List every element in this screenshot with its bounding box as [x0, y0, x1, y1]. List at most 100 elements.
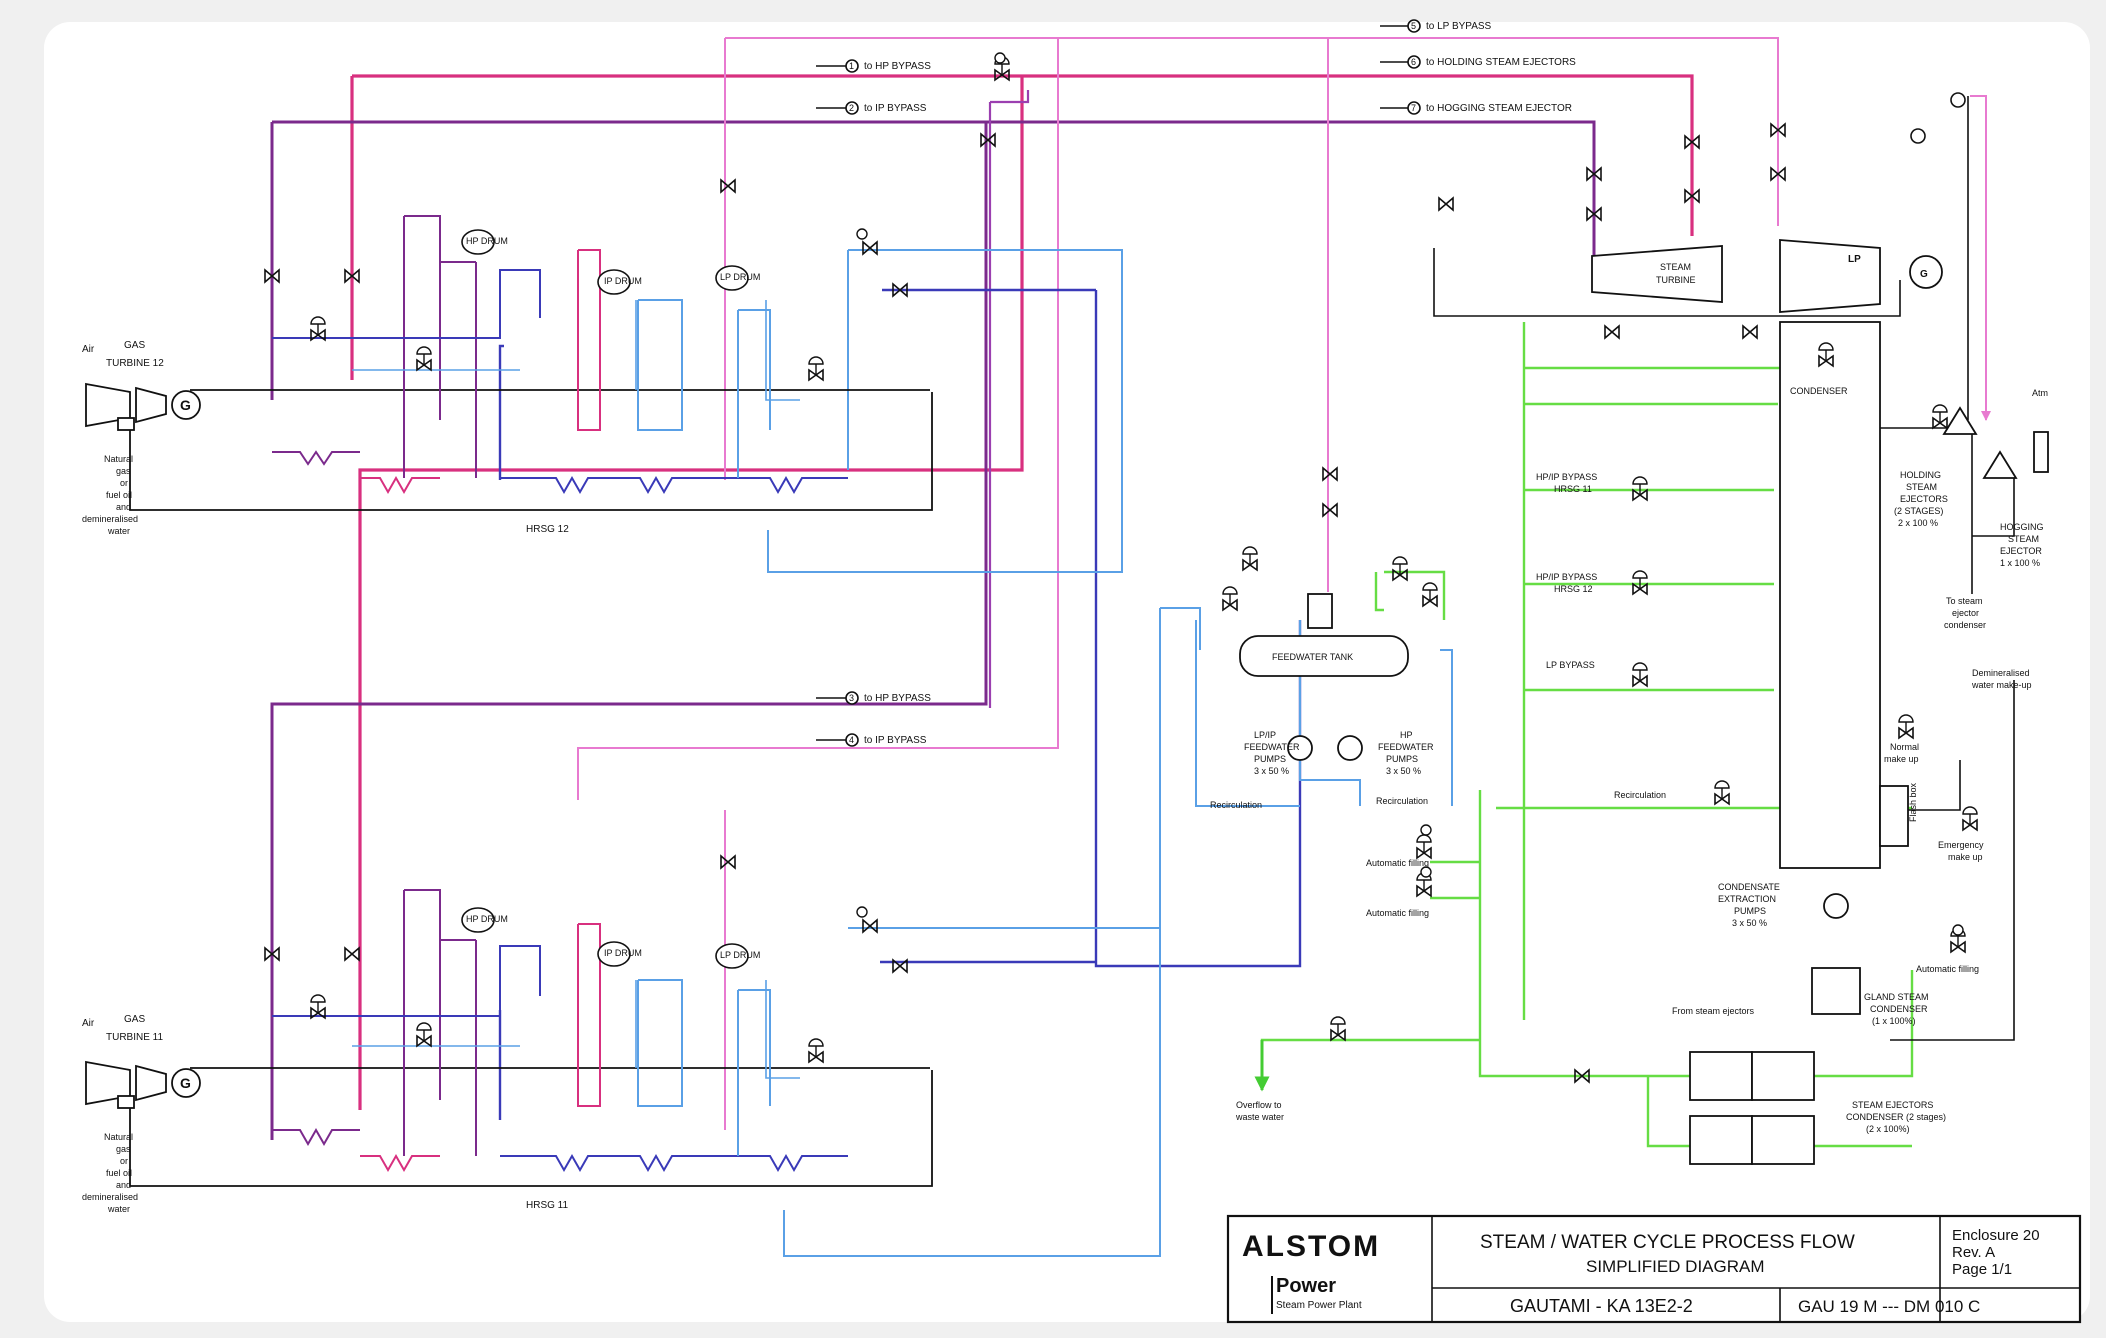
- flash-box: [1879, 785, 1909, 847]
- lp-steam-line: [577, 37, 1779, 1130]
- economizer-11-c: [500, 1153, 848, 1173]
- sec-3: [1689, 1115, 1753, 1165]
- valve-recirc: [1714, 780, 1730, 805]
- hp-feedwater-line: [498, 288, 1302, 1120]
- svg-text:PUMPS: PUMPS: [1386, 754, 1418, 764]
- hp-drum-11-label: HP DRUM: [466, 914, 508, 924]
- title-line-2: SIMPLIFIED DIAGRAM: [1586, 1257, 1765, 1276]
- steam-link-tags: [816, 19, 1966, 747]
- link-label-2: to IP BYPASS: [864, 103, 927, 114]
- svg-text:FEEDWATER: FEEDWATER: [1378, 742, 1434, 752]
- valve-fwt-4: [1222, 586, 1238, 611]
- valve-overflow: [1330, 1016, 1346, 1041]
- svg-text:EXTRACTION: EXTRACTION: [1718, 894, 1776, 904]
- svg-text:or: or: [120, 478, 128, 488]
- hp-evap-12: [403, 215, 477, 478]
- generator-12: [171, 390, 201, 420]
- svg-text:To steam: To steam: [1946, 596, 1983, 606]
- recirc-left: Recirculation: [1210, 800, 1262, 810]
- valve-fwt-2: [1322, 503, 1338, 517]
- gas-path-12: [129, 389, 933, 511]
- svg-text:STEAM: STEAM: [1906, 482, 1937, 492]
- hp-drum-12: [461, 229, 495, 255]
- valve-ip-12: [980, 133, 996, 147]
- svg-text:CONDENSATE: CONDENSATE: [1718, 882, 1780, 892]
- svg-text:water: water: [107, 526, 130, 536]
- ip-drum-11-label: IP DRUM: [604, 948, 642, 958]
- link-tag-7-ejector: [1950, 92, 1966, 108]
- valve-bypass-12: [1632, 570, 1648, 595]
- svg-text:gas: gas: [116, 466, 131, 476]
- from-ejectors-label: From steam ejectors: [1672, 1006, 1755, 1016]
- link-tag-1-num: 1: [849, 61, 854, 71]
- link-tag-6: [1407, 55, 1421, 69]
- ip-drum-11: [597, 941, 631, 967]
- link-tag-5-num: 5: [1411, 21, 1416, 31]
- recirc-main: Recirculation: [1614, 790, 1666, 800]
- link-label-3: to HP BYPASS: [864, 693, 931, 704]
- valve-c-12: [310, 316, 326, 341]
- link-tag-4-num: 4: [849, 735, 854, 745]
- fuel-label-11: Natural gas or fuel oil and demineralise…: [82, 1132, 138, 1214]
- link-tag-2: [845, 101, 859, 115]
- piping-layer: [129, 37, 2015, 1257]
- instrument-1: [994, 52, 1006, 64]
- svg-text:HP: HP: [1400, 730, 1413, 740]
- svg-text:HOGGING: HOGGING: [2000, 522, 2044, 532]
- link-tag-7: [1407, 101, 1421, 115]
- feedwater-tank: [1239, 635, 1409, 677]
- auto-fill-2: Automatic filling: [1366, 908, 1429, 918]
- svg-text:CONDENSER: CONDENSER: [1870, 1004, 1928, 1014]
- enclosure: Enclosure 20: [1952, 1227, 2040, 1244]
- link-tag-6-ejector: [1910, 128, 1926, 144]
- ip-evap-12: [577, 249, 601, 431]
- steam-turbine-label: STEAM: [1660, 262, 1691, 272]
- valve-fwt-5: [1392, 556, 1408, 581]
- lp-turbine: [1779, 239, 1881, 313]
- lp-drum-11: [715, 943, 749, 969]
- lp-drum-12-label: LP DRUM: [720, 272, 760, 282]
- svg-text:ejector: ejector: [1952, 608, 1979, 618]
- instrument-6: [1952, 924, 1964, 936]
- svg-text:3 x 50 %: 3 x 50 %: [1254, 766, 1289, 776]
- atm-label: Atm: [2032, 388, 2048, 398]
- gas-turbine-11: [85, 1060, 201, 1109]
- lp-feedwater-line: [767, 249, 1300, 1257]
- valve-lp-11: [720, 855, 736, 869]
- svg-text:EJECTOR: EJECTOR: [2000, 546, 2042, 556]
- steam-generator-label: G: [1920, 269, 1928, 280]
- svg-text:condenser: condenser: [1944, 620, 1986, 630]
- hp-evap-11: [403, 889, 477, 1156]
- valve-e-12: [808, 356, 824, 381]
- hp-drum-11: [461, 907, 495, 933]
- svg-text:fuel oil: fuel oil: [106, 1168, 132, 1178]
- economizer-12-c: [500, 475, 848, 495]
- svg-text:(2 x 100%): (2 x 100%): [1866, 1124, 1910, 1134]
- to-ejector-condenser: To steam ejector condenser: [1944, 596, 1986, 630]
- gas-turbine-12: [85, 382, 201, 431]
- generator-11: [171, 1068, 201, 1098]
- lp-evap-12: [637, 299, 771, 478]
- sec-label: STEAM EJECTORS CONDENSER (2 stages) (2 x…: [1846, 1100, 1946, 1134]
- valve-c-11: [310, 994, 326, 1019]
- bypass-hrsg12-2: HRSG 12: [1554, 584, 1593, 594]
- link-tag-1: [845, 59, 859, 73]
- svg-text:FEEDWATER: FEEDWATER: [1244, 742, 1300, 752]
- recirc-right: Recirculation: [1376, 796, 1428, 806]
- svg-text:CONDENSER (2 stages): CONDENSER (2 stages): [1846, 1112, 1946, 1122]
- bypass-lp: LP BYPASS: [1546, 660, 1595, 670]
- hp-drum-12-label: HP DRUM: [466, 236, 508, 246]
- lp-drum-12: [715, 265, 749, 291]
- gt11-air: Air: [82, 1018, 95, 1029]
- lp-link-12: [352, 300, 800, 401]
- instrument-4: [1420, 824, 1432, 836]
- ip-drum-12-label: IP DRUM: [604, 276, 642, 286]
- svg-text:STEAM EJECTORS: STEAM EJECTORS: [1852, 1100, 1933, 1110]
- svg-text:gas: gas: [116, 1144, 131, 1154]
- bypass-hrsg11-1: HP/IP BYPASS: [1536, 472, 1597, 482]
- lpip-pump-label: LP/IP FEEDWATER PUMPS 3 x 50 %: [1244, 730, 1300, 776]
- svg-text:(1 x 100%): (1 x 100%): [1872, 1016, 1916, 1026]
- gt12-air: Air: [82, 344, 95, 355]
- valve-b-11: [344, 947, 360, 961]
